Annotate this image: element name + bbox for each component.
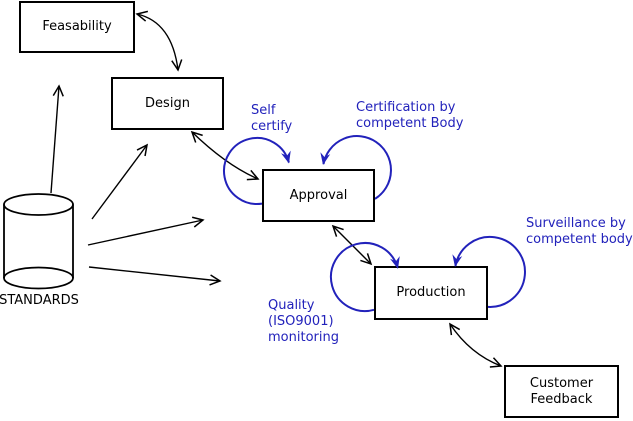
node-approval-label: Approval bbox=[289, 187, 348, 203]
standards-label: STANDARDS bbox=[0, 293, 79, 308]
arrow-standards-to-design bbox=[91, 145, 147, 220]
annotation-certification: Certification by competent Body bbox=[356, 100, 463, 132]
loop-quality-monitoring bbox=[329, 242, 399, 313]
annotation-surveillance: Surveillance by competent body bbox=[526, 216, 633, 248]
annotation-quality-line3: monitoring bbox=[268, 330, 339, 345]
arrow-feasability-design bbox=[137, 14, 178, 70]
annotation-quality: Quality (ISO9001) monitoring bbox=[268, 298, 339, 346]
loop-self-certify bbox=[223, 136, 290, 205]
node-approval: Approval bbox=[262, 169, 375, 222]
loop-surveillance bbox=[454, 235, 526, 308]
annotation-self-certify-line2: certify bbox=[251, 119, 293, 134]
annotation-self-certify: Self certify bbox=[251, 103, 292, 135]
annotation-certification-line1: Certification by bbox=[356, 100, 456, 115]
annotation-certification-line2: competent Body bbox=[356, 116, 464, 131]
arrow-production-customer-feedback bbox=[450, 324, 501, 366]
loop-certification bbox=[322, 135, 392, 200]
node-customer-feedback-label-line2: Feedback bbox=[530, 391, 593, 407]
node-production-label: Production bbox=[396, 285, 466, 300]
node-customer-feedback-label-line1: Customer bbox=[529, 375, 594, 391]
node-feasability-label: Feasability bbox=[42, 19, 112, 34]
annotation-quality-line1: Quality bbox=[268, 298, 315, 313]
annotation-surveillance-line2: competent body bbox=[526, 232, 633, 247]
annotation-surveillance-line1: Surveillance by bbox=[526, 216, 626, 231]
arrow-standards-to-production bbox=[88, 266, 220, 281]
standards-cylinder bbox=[3, 193, 74, 290]
node-feasability: Feasability bbox=[19, 1, 135, 53]
arrow-standards-to-approval bbox=[87, 220, 203, 246]
annotation-quality-line2: (ISO9001) bbox=[268, 314, 334, 329]
node-design-label: Design bbox=[145, 95, 190, 111]
node-production: Production bbox=[374, 266, 488, 320]
node-design: Design bbox=[111, 77, 224, 130]
node-customer-feedback: Customer Feedback bbox=[504, 365, 619, 418]
annotation-self-certify-line1: Self bbox=[251, 103, 276, 118]
arrow-standards-to-feasability bbox=[50, 86, 59, 194]
